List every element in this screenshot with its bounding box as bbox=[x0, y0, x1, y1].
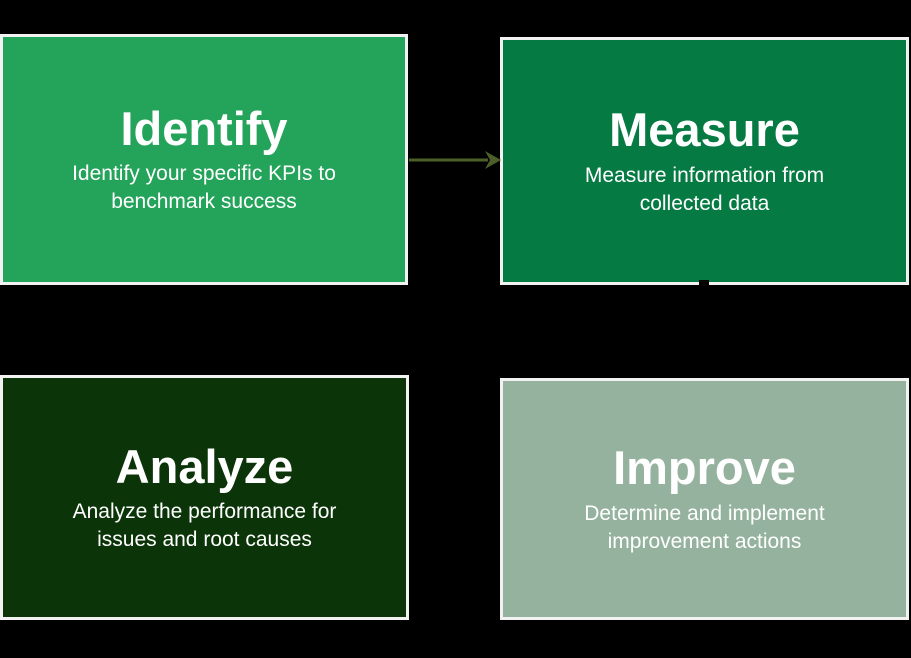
step-description-improve: Determine and implement improvement acti… bbox=[584, 501, 825, 553]
step-description-measure: Measure information from collected data bbox=[584, 163, 825, 215]
step-description-identify: Identify your specific KPIs to benchmark… bbox=[72, 162, 336, 214]
step-box-improve: Improve Determine and implement improvem… bbox=[500, 378, 909, 620]
step-title-identify: Identify bbox=[120, 101, 288, 155]
step-description-analyze: Analyze the performance for issues and r… bbox=[72, 500, 337, 552]
step-box-measure: Measure Measure information from collect… bbox=[500, 37, 909, 285]
step-title-improve: Improve bbox=[613, 441, 796, 495]
right-arrow-icon bbox=[409, 151, 501, 169]
step-box-analyze: Analyze Analyze the performance for issu… bbox=[0, 375, 409, 620]
arrow-head bbox=[485, 151, 501, 169]
step-title-analyze: Analyze bbox=[115, 439, 294, 493]
step-title-measure: Measure bbox=[609, 103, 800, 157]
connector-stub bbox=[699, 280, 709, 286]
step-box-identify: Identify Identify your specific KPIs to … bbox=[0, 34, 408, 285]
